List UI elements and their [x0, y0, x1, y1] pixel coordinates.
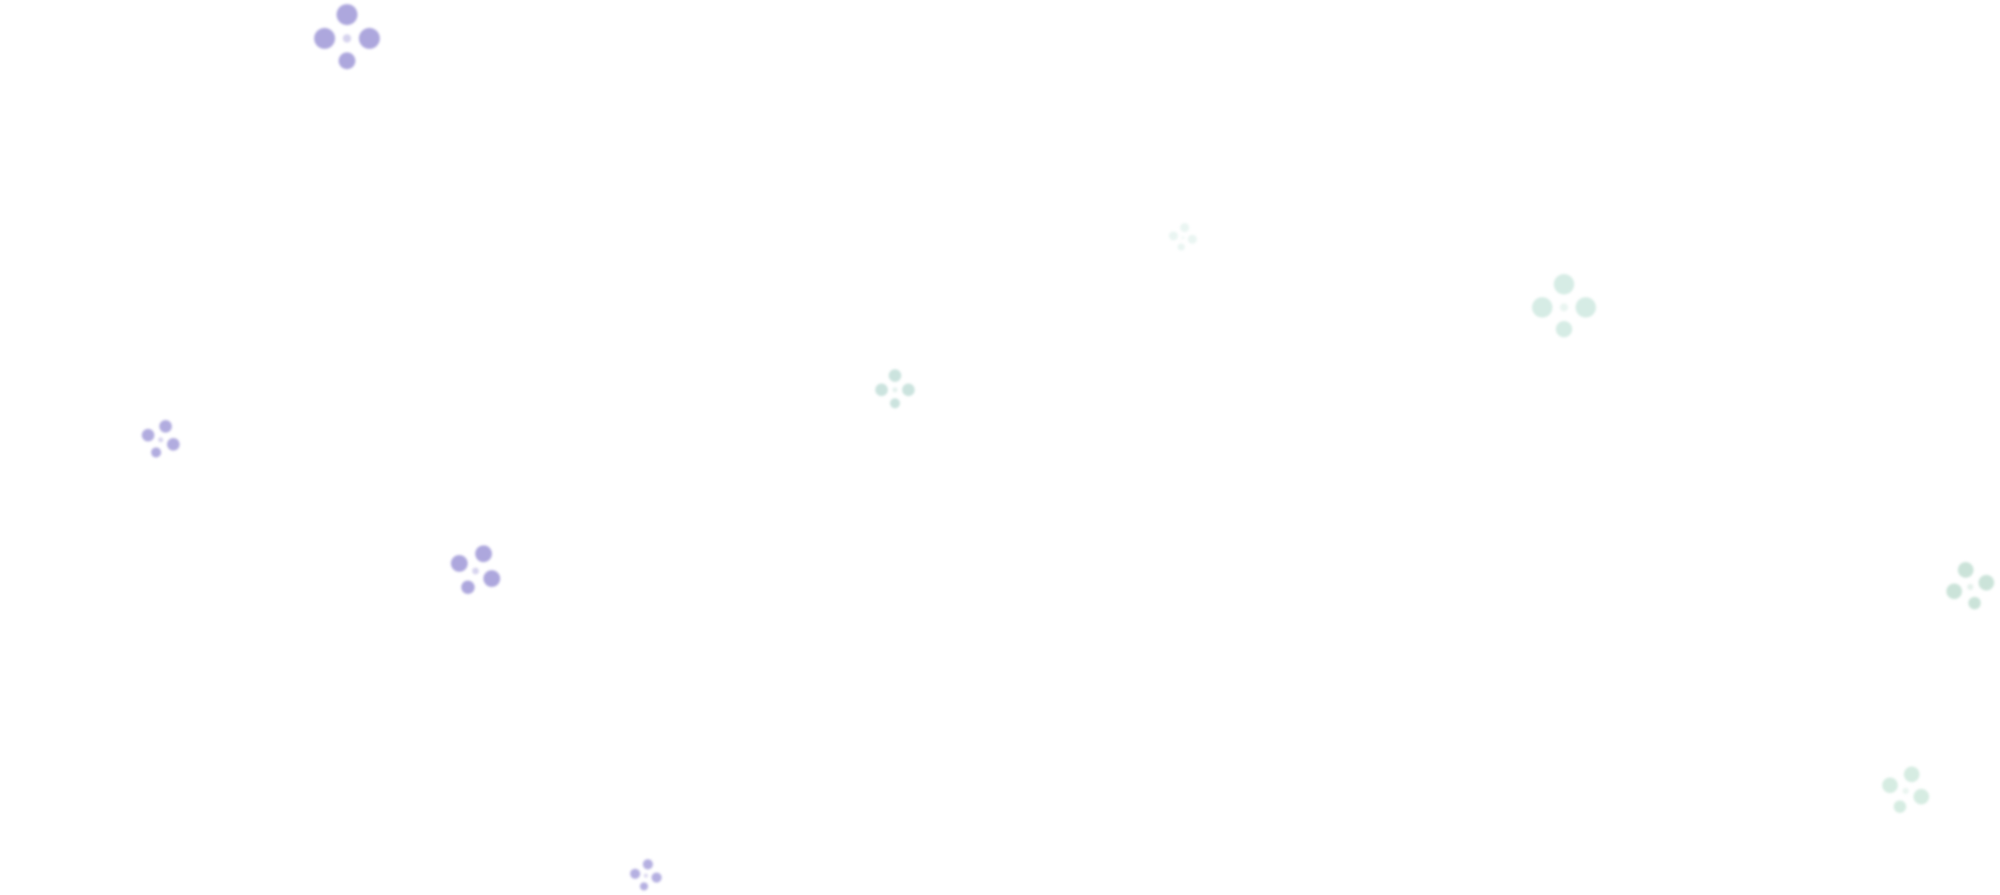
sparkle-purple-3-icon [439, 533, 513, 607]
sparkle-teal-3-icon [1530, 272, 1598, 340]
sparkle-teal-4-icon [1938, 554, 2000, 618]
sparkle-purple-1-icon [312, 2, 382, 72]
sparkle-teal-1-icon [874, 368, 916, 410]
sparkle-purple-2-icon [134, 412, 188, 466]
sparkle-teal-2-icon [1166, 220, 1201, 255]
sparkle-teal-5-icon [1873, 757, 1940, 824]
sparkle-purple-4-icon [626, 855, 665, 894]
